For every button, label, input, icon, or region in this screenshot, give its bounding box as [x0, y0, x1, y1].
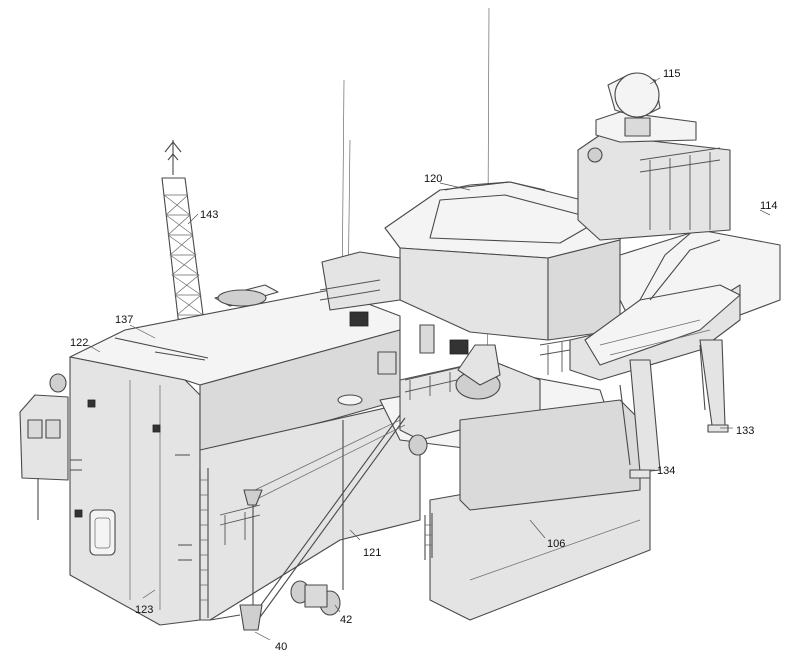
callout-143: 143	[200, 209, 218, 221]
radar-tower	[577, 72, 731, 241]
callout-114: 114	[760, 200, 778, 212]
callout-121: 121	[363, 547, 381, 559]
callout-133: 133	[736, 425, 754, 437]
callout-42: 42	[340, 614, 352, 626]
ladders	[199, 468, 433, 620]
side-pod	[19, 373, 69, 520]
bridge-structure	[321, 181, 631, 341]
callout-106: 106	[547, 538, 565, 550]
winch-equipment	[290, 580, 341, 616]
deck-crane	[239, 414, 406, 631]
lattice-mast	[161, 140, 206, 336]
callout-40: 40	[275, 641, 287, 653]
callout-115: 115	[663, 68, 681, 80]
callout-137: 137	[115, 314, 133, 326]
deck-railings	[219, 279, 571, 545]
callouts: 115 114 120 143 137 122 133 134 106 121 …	[70, 68, 778, 653]
liferaft-canister	[214, 284, 279, 307]
callout-134: 134	[657, 465, 675, 477]
gun-mount	[349, 311, 501, 400]
callout-120: 120	[424, 173, 442, 185]
callout-122: 122	[70, 337, 88, 349]
stern-pipes	[629, 424, 729, 479]
hangar-block	[69, 289, 401, 626]
boat-deck	[569, 224, 781, 473]
callout-123: 123	[135, 604, 153, 616]
midship-deck	[337, 359, 641, 511]
